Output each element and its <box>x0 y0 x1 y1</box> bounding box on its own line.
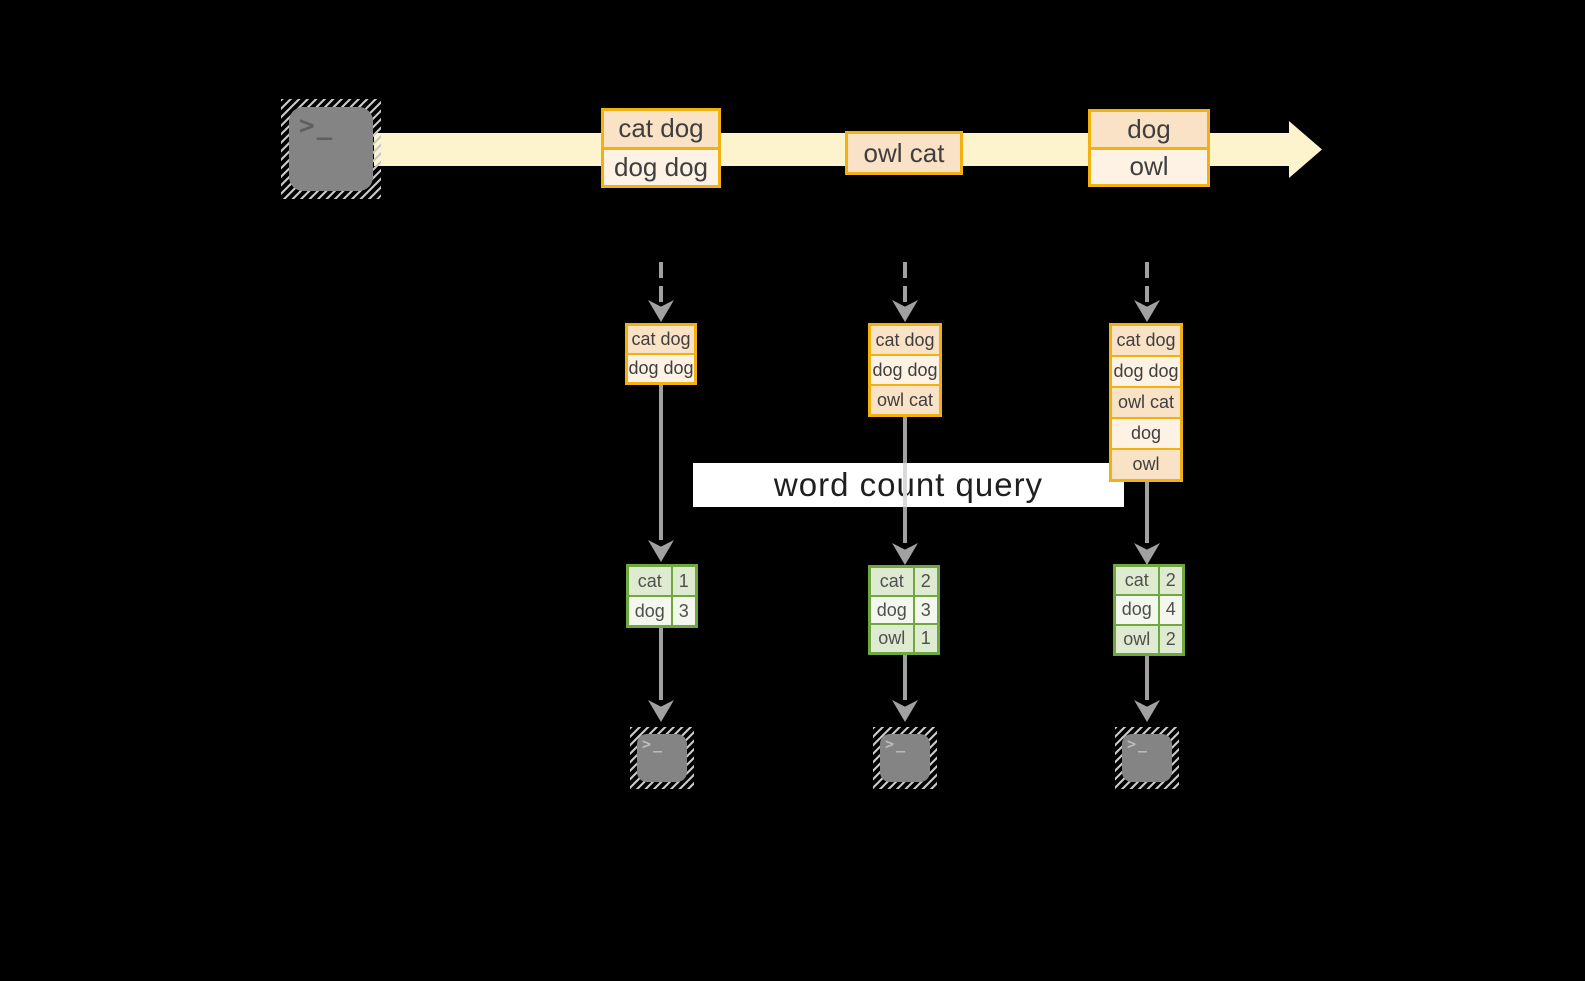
terminal-output-icon-3: >_ <box>1115 727 1179 789</box>
prompt-glyph: >_ <box>1127 735 1150 753</box>
count-cell: 3 <box>914 596 937 624</box>
word-cell: cat <box>629 567 673 595</box>
arrow-head-icon <box>648 300 674 322</box>
table-row: dog 3 <box>871 594 937 624</box>
arrow-head-icon <box>892 700 918 722</box>
state-box-3: cat dog dog dog owl cat dog owl <box>1109 323 1183 482</box>
state-line: cat dog <box>628 326 694 353</box>
arrow-head-icon <box>892 300 918 322</box>
dashed-arrow-line <box>1145 262 1149 302</box>
batch-line: owl <box>1091 146 1207 184</box>
table-row: dog 3 <box>629 595 695 625</box>
stream-arrowhead-icon <box>1289 121 1322 178</box>
terminal-output-icon-1: >_ <box>630 727 694 789</box>
prompt-glyph: >_ <box>885 735 908 753</box>
terminal-output-icon-2: >_ <box>873 727 937 789</box>
arrow-head-icon <box>1134 300 1160 322</box>
count-cell: 2 <box>1159 567 1182 595</box>
word-cell: cat <box>871 568 915 595</box>
word-cell: owl <box>1116 625 1160 653</box>
prompt-glyph: >_ <box>299 111 335 141</box>
state-line: owl cat <box>1112 386 1180 417</box>
count-table-2: cat 2 dog 3 owl 1 <box>868 565 940 655</box>
state-box-2: cat dog dog dog owl cat <box>868 323 942 417</box>
count-table-3: cat 2 dog 4 owl 2 <box>1113 564 1185 656</box>
table-row: cat 2 <box>1116 567 1182 595</box>
word-cell: dog <box>1116 596 1160 624</box>
state-box-1: cat dog dog dog <box>625 323 697 385</box>
count-cell: 1 <box>672 567 695 595</box>
prompt-glyph: >_ <box>642 735 665 753</box>
terminal-screen <box>1122 734 1172 782</box>
count-table-1: cat 1 dog 3 <box>626 564 698 628</box>
dashed-arrow-line <box>659 262 663 302</box>
batch-box-3: dog owl <box>1088 109 1210 187</box>
dashed-arrow-line <box>903 262 907 302</box>
arrow-head-icon <box>892 543 918 565</box>
state-line: cat dog <box>871 326 939 354</box>
batch-line: dog dog <box>604 146 718 185</box>
count-cell: 4 <box>1159 596 1182 624</box>
word-cell: dog <box>629 597 673 625</box>
terminal-screen <box>289 107 373 191</box>
arrow-line <box>903 655 907 700</box>
table-row: dog 4 <box>1116 594 1182 624</box>
arrow-head-icon <box>648 540 674 562</box>
count-cell: 2 <box>914 568 937 595</box>
count-cell: 1 <box>914 625 937 653</box>
batch-box-1: cat dog dog dog <box>601 108 721 188</box>
batch-line: owl cat <box>848 134 960 172</box>
arrow-line <box>1145 656 1149 700</box>
state-line: dog dog <box>1112 355 1180 386</box>
batch-box-2: owl cat <box>845 131 963 175</box>
query-label-text: word count query <box>773 466 1044 503</box>
state-line: dog dog <box>871 354 939 384</box>
state-line: owl cat <box>871 384 939 414</box>
word-cell: cat <box>1116 567 1160 595</box>
arrow-line <box>659 628 663 700</box>
word-cell: dog <box>871 596 915 624</box>
state-line: cat dog <box>1112 326 1180 355</box>
state-line: dog dog <box>628 353 694 382</box>
table-row: cat 2 <box>871 568 937 595</box>
count-cell: 3 <box>672 597 695 625</box>
table-row: cat 1 <box>629 567 695 595</box>
state-line: dog <box>1112 417 1180 448</box>
arrow-line <box>1145 482 1149 543</box>
state-line: owl <box>1112 448 1180 479</box>
arrow-head-icon <box>1134 700 1160 722</box>
count-cell: 2 <box>1159 625 1182 653</box>
word-cell: owl <box>871 625 915 653</box>
arrow-head-icon <box>648 700 674 722</box>
terminal-screen <box>880 734 930 782</box>
batch-line: dog <box>1091 112 1207 147</box>
arrow-head-icon <box>1134 543 1160 565</box>
query-label: word count query <box>693 463 1124 507</box>
table-row: owl 1 <box>871 623 937 653</box>
terminal-screen <box>637 734 687 782</box>
batch-line: cat dog <box>604 111 718 147</box>
terminal-source-icon: >_ <box>281 99 381 199</box>
arrow-line-through-label <box>903 463 907 507</box>
arrow-line <box>659 385 663 540</box>
table-row: owl 2 <box>1116 623 1182 653</box>
